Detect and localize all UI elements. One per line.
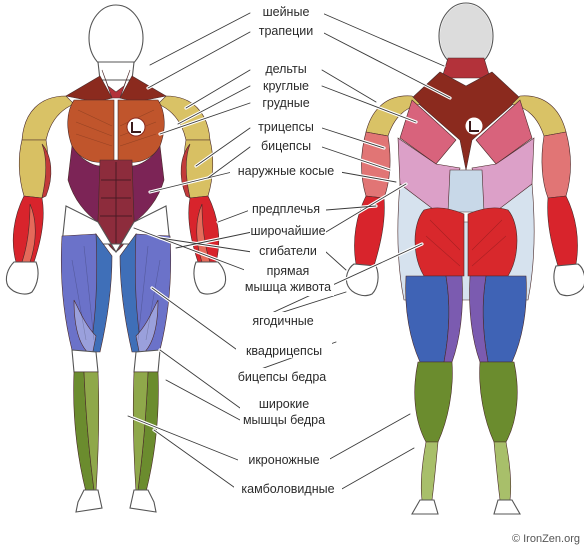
leader-obliques-front — [149, 171, 233, 193]
leader-soleus-back — [339, 447, 415, 491]
leader-triceps-front — [195, 127, 251, 167]
label-lats: широчайшие — [250, 224, 325, 238]
back-gluteus-left — [414, 207, 465, 277]
leader-abs — [133, 227, 251, 273]
front-hand-left — [5, 261, 39, 295]
back-foot-right — [493, 499, 521, 515]
label-obliques: наружные косые — [238, 164, 335, 178]
front-body-figure — [5, 4, 227, 513]
leader-lats-back — [325, 183, 407, 233]
front-knee-right — [133, 349, 161, 373]
leader-calves-back — [327, 413, 411, 461]
front-hand-right — [193, 261, 227, 295]
back-gluteus-right — [467, 207, 518, 277]
label-hamstrings: бицепсы бедра — [238, 370, 327, 384]
leader-pecs — [159, 102, 251, 135]
front-neck-muscles — [101, 69, 131, 99]
leader-biceps-front — [207, 146, 251, 179]
back-calf-right — [479, 361, 518, 443]
front-neck — [97, 61, 135, 81]
label-delts: дельты — [265, 62, 306, 76]
label-flexors: сгибатели — [259, 244, 317, 258]
leader-vastus-a — [159, 349, 241, 409]
front-vastus-medialis-right — [135, 299, 159, 357]
back-hand-left — [345, 263, 379, 297]
leader-forearms-front — [217, 209, 251, 223]
back-head-fill — [440, 4, 492, 68]
back-hamstring-left-outer — [405, 275, 450, 363]
leader-biceps-back — [321, 146, 391, 171]
leader-flexors-front — [159, 237, 253, 253]
back-hamstring-right-outer — [482, 275, 527, 363]
leader-delts-back — [321, 69, 377, 103]
front-deltoid-left — [21, 95, 75, 141]
label-abs-line2: мышца живота — [245, 280, 331, 294]
label-glutes: ягодичные — [252, 314, 313, 328]
credit-text: © IronZen.org — [512, 533, 580, 545]
back-foot-left — [411, 499, 439, 515]
leader-triceps-back — [321, 127, 385, 149]
label-biceps: бицепсы — [261, 139, 311, 153]
leader-vastus-b — [165, 379, 241, 421]
leader-neck-front — [149, 12, 251, 66]
leader-traps-back — [321, 31, 451, 99]
back-logo-mark — [469, 121, 479, 132]
front-brachialis-left — [41, 143, 52, 199]
back-triceps-right — [541, 131, 571, 199]
label-teres: круглые — [263, 79, 309, 93]
label-vastus-line2: мышцы бедра — [243, 413, 325, 427]
label-triceps: трицепсы — [258, 120, 314, 134]
label-soleus: камболовидные — [241, 482, 334, 496]
back-hand-right — [553, 263, 584, 297]
front-foot-right — [129, 489, 157, 513]
back-calf-left — [414, 361, 453, 443]
leader-teres-back — [321, 85, 417, 123]
back-body-figure — [345, 2, 584, 515]
leader-flexors-back — [325, 251, 347, 271]
label-traps: трапеции — [259, 24, 313, 38]
front-vastus-medialis-left — [73, 299, 97, 357]
label-forearms: предплечья — [252, 202, 320, 216]
leader-delts-front — [185, 69, 251, 109]
leader-lats-front — [175, 231, 253, 249]
back-logo — [464, 116, 484, 136]
label-vastus-line1: широкие — [259, 397, 309, 411]
leader-glutes-b — [251, 243, 423, 323]
leader-obliques-back — [339, 171, 397, 183]
label-pecs: грудные — [262, 96, 309, 110]
leader-quads — [151, 287, 241, 353]
back-neck-muscles — [441, 57, 491, 79]
label-quads: квадрицепсы — [246, 344, 322, 358]
label-neck: шейные — [263, 5, 310, 19]
label-calves: икроножные — [248, 453, 319, 467]
leader-soleus-front — [153, 429, 239, 491]
leader-lines — [126, 11, 452, 492]
leader-traps-front — [147, 31, 251, 89]
front-foot-left — [75, 489, 103, 513]
muscle-labels: шейные трапеции дельты круглые грудные т… — [230, 2, 342, 496]
front-head — [88, 4, 144, 72]
label-abs-line1: прямая — [267, 264, 310, 278]
back-soleus-left — [420, 441, 439, 501]
back-thoracolumbar-fascia — [447, 169, 485, 213]
front-knee-left — [71, 349, 99, 373]
leader-calves-front — [127, 415, 239, 461]
leader-teres-front — [177, 85, 251, 125]
front-chest-logo-mark — [131, 122, 141, 133]
back-forearm-right — [547, 195, 578, 267]
front-chest-logo — [126, 117, 146, 137]
back-soleus-right — [493, 441, 512, 501]
leader-neck-back — [321, 12, 445, 67]
